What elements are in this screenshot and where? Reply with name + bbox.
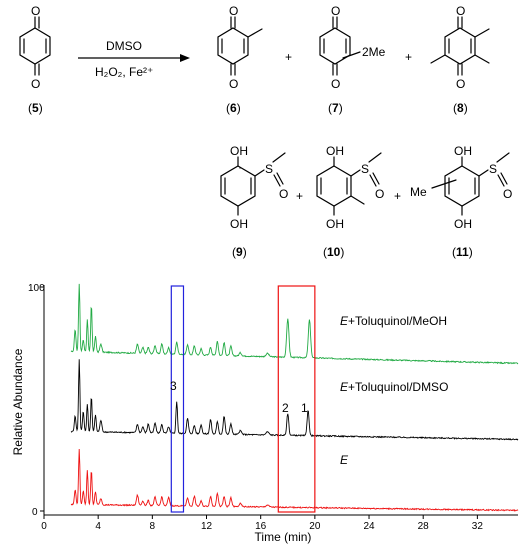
chromatogram-traces xyxy=(70,283,519,512)
oxygen-label: O xyxy=(229,77,238,91)
compound-11-structure: OH OH S O xyxy=(431,144,512,231)
compound-label-6: (6) xyxy=(226,101,241,115)
x-tick-label: 28 xyxy=(418,521,430,532)
x-tick-label: 12 xyxy=(201,521,213,532)
x-tick-label: 32 xyxy=(472,521,484,532)
compound-8-structure: O O xyxy=(430,4,490,91)
compound-label-9: (9) xyxy=(232,245,247,259)
substituent-2me: 2Me xyxy=(362,45,386,59)
compound-5-structure: O O xyxy=(19,4,51,91)
trace-legend-dmso: E+Toluquinol/DMSO xyxy=(340,380,448,394)
hydroxyl-label: OH xyxy=(230,217,248,231)
reaction-arrow xyxy=(78,54,190,62)
x-ticks: 0 4 8 12 16 20 24 28 32 xyxy=(41,515,483,532)
y-tick-label: 0 xyxy=(32,507,38,518)
plus-sign: + xyxy=(405,50,412,64)
sulfur-label: S xyxy=(361,162,369,176)
oxygen-label: O xyxy=(375,187,384,201)
compound-10-structure: OH OH S O xyxy=(316,144,384,231)
hydroxyl-label: OH xyxy=(326,144,344,158)
x-tick-label: 24 xyxy=(363,521,375,532)
oxygen-label: O xyxy=(456,77,465,91)
compound-7-structure: O O xyxy=(319,4,361,91)
x-tick-label: 0 xyxy=(41,521,47,532)
oxygen-label: O xyxy=(456,4,465,18)
compound-6-structure: O O xyxy=(217,4,263,91)
compound-label-11: (11) xyxy=(452,245,473,259)
trace-line xyxy=(70,448,519,512)
sulfur-label: S xyxy=(489,162,497,176)
oxygen-label: O xyxy=(331,4,340,18)
hydroxyl-label: OH xyxy=(326,217,344,231)
plus-sign: + xyxy=(296,189,303,203)
oxygen-label: O xyxy=(229,4,238,18)
trace-line xyxy=(70,359,519,441)
reagent-peroxide-iron: H₂O₂, Fe²⁺ xyxy=(95,65,153,79)
x-tick-label: 8 xyxy=(150,521,156,532)
compound-label-5: (5) xyxy=(28,101,43,115)
highlight-box xyxy=(170,285,185,513)
plus-sign: + xyxy=(285,50,292,64)
trace-legend-meoh: E+Toluquinol/MeOH xyxy=(340,314,447,328)
compound-label-7: (7) xyxy=(328,101,343,115)
reagent-dmso: DMSO xyxy=(106,39,142,53)
sulfur-label: S xyxy=(265,162,273,176)
highlight-boxes xyxy=(170,285,316,513)
y-tick-label: 100 xyxy=(28,283,45,294)
compound-label-10: (10) xyxy=(323,245,344,259)
compound-label-8: (8) xyxy=(453,101,468,115)
x-tick-label: 20 xyxy=(309,521,321,532)
trace-line xyxy=(70,283,519,365)
plus-sign: + xyxy=(394,189,401,203)
oxygen-label: O xyxy=(331,77,340,91)
x-tick-label: 16 xyxy=(255,521,267,532)
oxygen-label: O xyxy=(31,77,40,91)
peak-label-2: 2 xyxy=(282,401,289,415)
chromatogram: 100 0 Relative Abundance Time (min) 0 4 8 1… xyxy=(11,283,519,544)
peak-label-1: 1 xyxy=(301,401,308,415)
oxygen-label: O xyxy=(279,187,288,201)
peak-label-3: 3 xyxy=(170,379,177,393)
y-axis-label: Relative Abundance xyxy=(11,348,25,455)
substituent-me: Me xyxy=(410,185,427,199)
oxygen-label: O xyxy=(31,4,40,18)
hydroxyl-label: OH xyxy=(230,144,248,158)
x-axis-label: Time (min) xyxy=(255,530,312,544)
compound-9-structure: OH OH S O xyxy=(220,144,288,231)
oxygen-label: O xyxy=(503,187,512,201)
highlight-box xyxy=(277,285,316,513)
x-tick-label: 4 xyxy=(95,521,101,532)
hydroxyl-label: OH xyxy=(454,217,472,231)
trace-legend-control: E xyxy=(340,453,349,467)
hydroxyl-label: OH xyxy=(454,144,472,158)
